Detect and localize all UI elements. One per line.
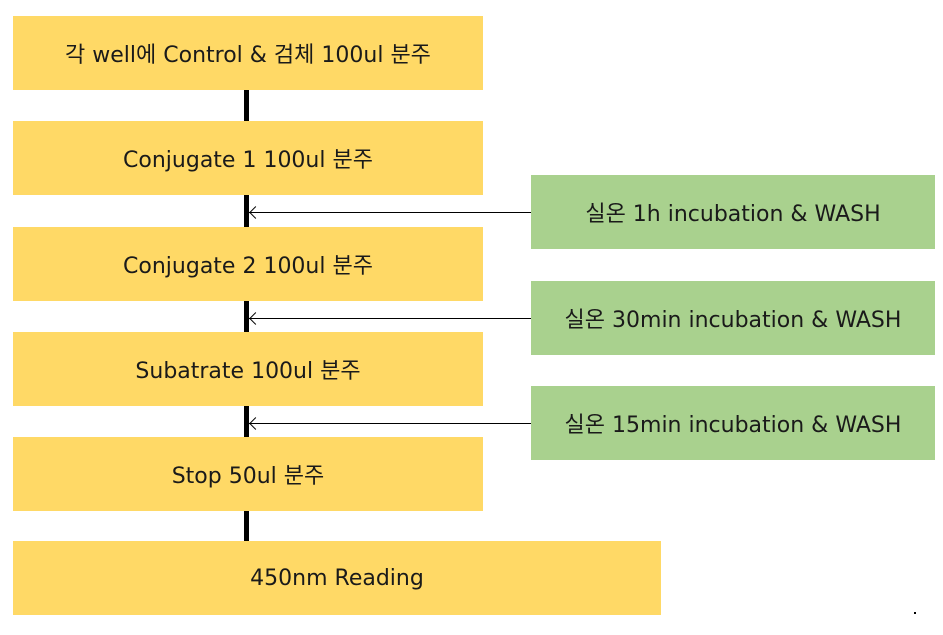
stray-dot	[914, 612, 916, 614]
step-label-3: Conjugate 2 100ul 분주	[123, 254, 373, 279]
incubation-arrow-3	[249, 423, 531, 424]
connector-line-4	[244, 405, 249, 437]
incubation-label-1: 실온 1h incubation & WASH	[585, 202, 881, 227]
step-box-6: 450nm Reading	[13, 541, 661, 615]
arrowhead-1	[249, 206, 262, 219]
arrowhead-3	[249, 417, 262, 430]
step-label-5: Stop 50ul 분주	[171, 464, 325, 489]
incubation-arrow-1	[249, 212, 531, 213]
step-box-4: Subatrate 100ul 분주	[13, 332, 483, 406]
incubation-box-3: 실온 15min incubation & WASH	[531, 386, 935, 460]
step-label-6: 450nm Reading	[250, 565, 424, 591]
step-label-1: 각 well에 Control & 검체 100ul 분주	[65, 43, 431, 68]
connector-line-2	[244, 194, 249, 227]
step-label-4: Subatrate 100ul 분주	[135, 359, 361, 384]
incubation-arrow-2	[249, 318, 531, 319]
connector-line-5	[244, 511, 249, 541]
step-box-3: Conjugate 2 100ul 분주	[13, 227, 483, 301]
step-box-1: 각 well에 Control & 검체 100ul 분주	[13, 16, 483, 90]
connector-line-3	[244, 300, 249, 332]
step-box-2: Conjugate 1 100ul 분주	[13, 121, 483, 195]
incubation-box-1: 실온 1h incubation & WASH	[531, 175, 935, 249]
incubation-label-3: 실온 15min incubation & WASH	[564, 413, 902, 438]
incubation-box-2: 실온 30min incubation & WASH	[531, 281, 935, 355]
connector-line-1	[244, 89, 249, 121]
incubation-label-2: 실온 30min incubation & WASH	[564, 308, 902, 333]
step-label-2: Conjugate 1 100ul 분주	[123, 148, 373, 173]
arrowhead-2	[249, 312, 262, 325]
step-box-5: Stop 50ul 분주	[13, 437, 483, 511]
